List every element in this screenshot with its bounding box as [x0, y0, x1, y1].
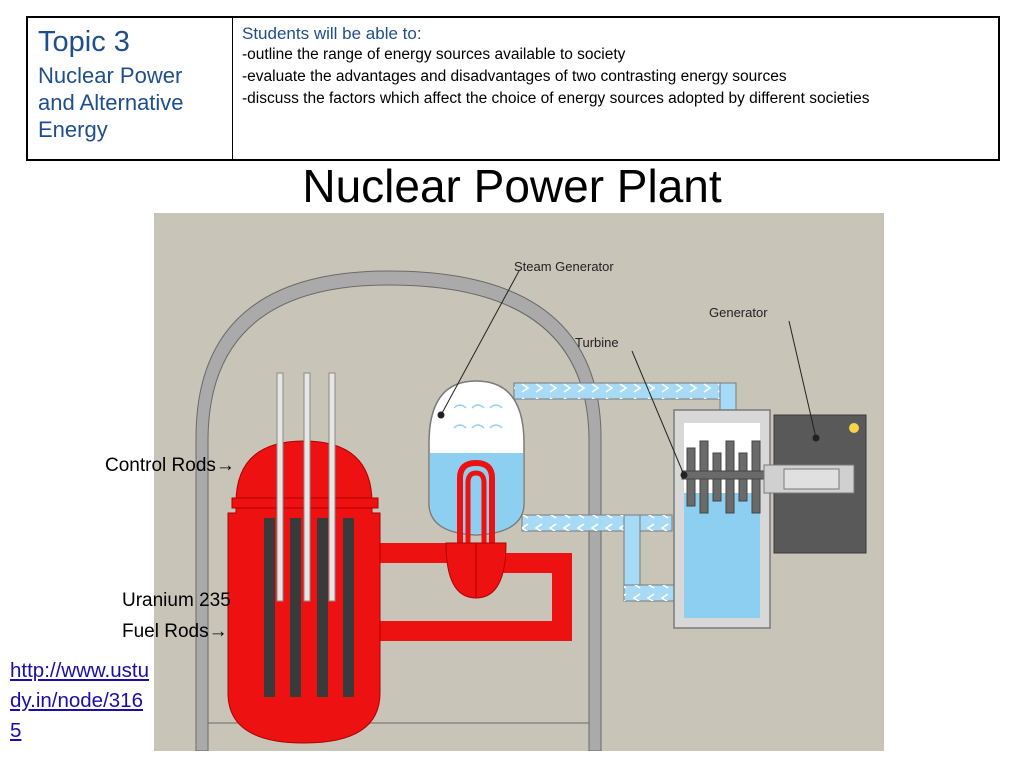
topic-subtitle: Nuclear Power and Alternative Energy — [38, 63, 184, 142]
steam-generator — [428, 380, 525, 599]
objectives-heading: Students will be able to: — [242, 24, 422, 43]
turbine-condenser — [673, 409, 771, 629]
containment-building — [195, 270, 602, 751]
objectives-cell: Students will be able to: -outline the r… — [233, 18, 998, 159]
header-table: Topic 3 Nuclear Power and Alternative En… — [26, 16, 1000, 161]
objective-item: -outline the range of energy sources ava… — [242, 46, 626, 63]
fuel-rods-callout-line1: Uranium 235 — [122, 590, 231, 611]
control-rods-callout: Control Rods→ — [105, 455, 235, 476]
turbine-label: Turbine — [575, 335, 619, 350]
control-rods — [276, 372, 336, 602]
topic-cell: Topic 3 Nuclear Power and Alternative En… — [28, 18, 233, 159]
topic-title: Topic 3 — [38, 26, 130, 58]
nuclear-plant-diagram: Steam Generator Turbine Generator — [154, 213, 884, 751]
objective-item: -evaluate the advantages and disadvantag… — [242, 68, 787, 85]
generator-label: Generator — [709, 305, 768, 320]
fuel-rods-callout-line2: Fuel Rods→ — [122, 621, 228, 642]
source-link[interactable]: http://www.ustudy.in/node/3165 — [10, 659, 150, 742]
generator — [763, 414, 867, 554]
objective-item: -discuss the factors which affect the ch… — [242, 90, 870, 107]
slide-title: Nuclear Power Plant — [302, 160, 722, 212]
feedwater-pipe — [521, 514, 685, 602]
fuel-rods — [264, 518, 354, 697]
steam-generator-label: Steam Generator — [514, 259, 614, 274]
